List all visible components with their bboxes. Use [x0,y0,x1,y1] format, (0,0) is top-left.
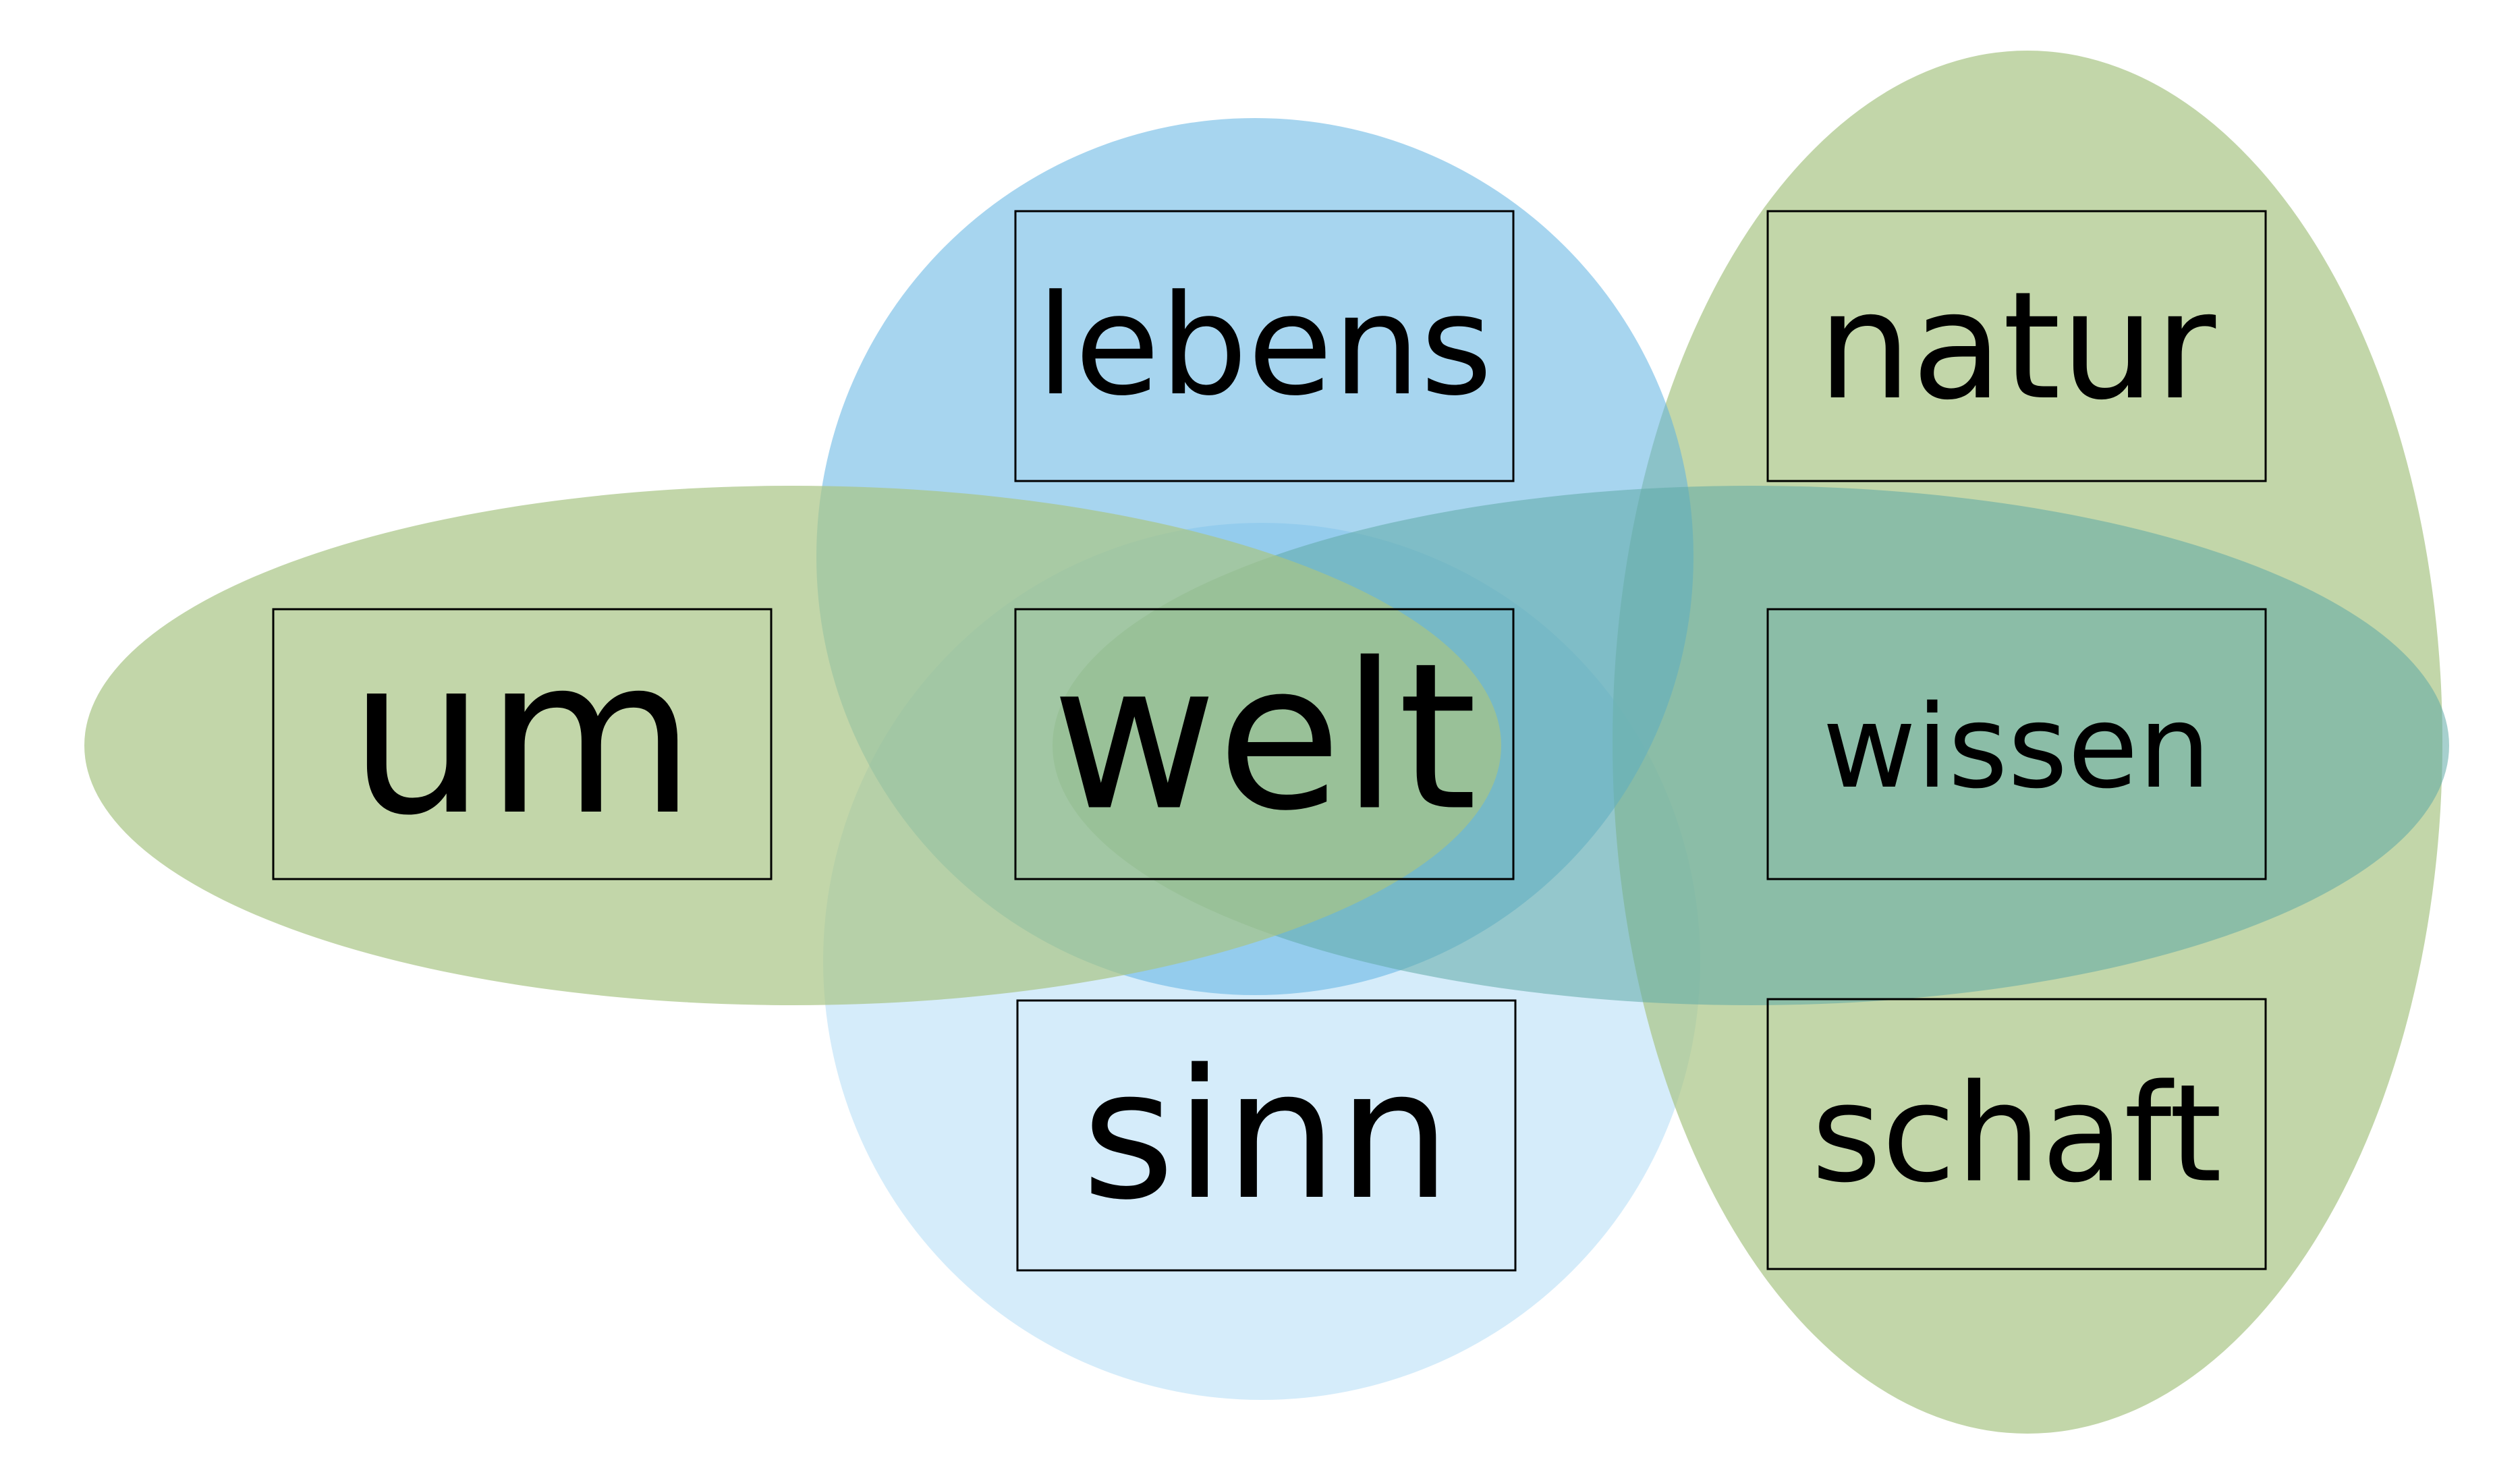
word-lebens: lebens [1036,266,1492,426]
word-box-schaft: schaft [1766,998,2267,1270]
word-box-welt: welt [1014,608,1515,880]
word-schaft: schaft [1812,1056,2222,1213]
word-welt: welt [1052,620,1478,855]
word-box-sinn: sinn [1016,999,1517,1272]
um-welt-horizontal-ellipse [84,486,1501,1005]
word-wissen: wissen [1822,681,2211,814]
word-box-um: um [272,608,773,880]
word-sinn: sinn [1082,1032,1451,1239]
word-box-lebens: lebens [1014,210,1515,482]
word-um: um [349,612,696,863]
word-box-wissen: wissen [1766,608,2267,880]
word-natur: natur [1818,260,2216,432]
word-box-natur: natur [1766,210,2267,482]
